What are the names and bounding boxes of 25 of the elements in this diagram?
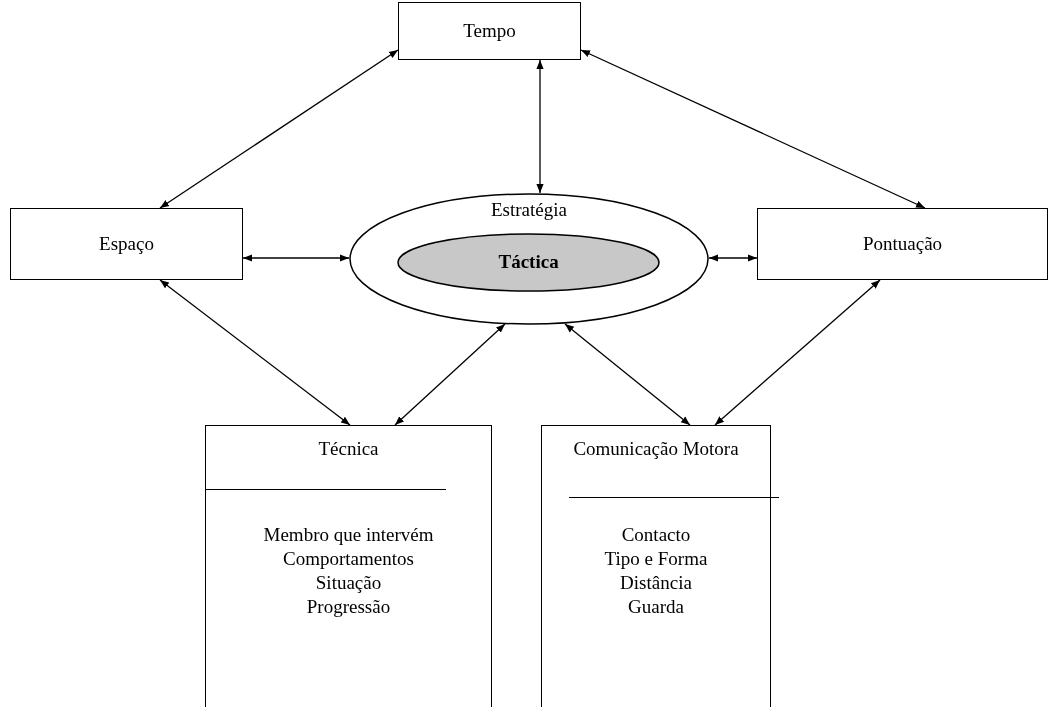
list-item: Membro que intervém <box>262 524 435 546</box>
list-heading: Comunicação Motora <box>572 438 740 460</box>
double-arrow <box>394 323 506 426</box>
list-item: Contacto <box>620 524 692 546</box>
list-item: Guarda <box>627 596 685 618</box>
list-item: Progressão <box>305 596 392 618</box>
double-arrow <box>564 323 691 426</box>
list-item: Situação <box>314 572 383 594</box>
double-arrow <box>708 254 758 262</box>
double-arrow <box>536 59 544 194</box>
double-arrow <box>159 279 351 426</box>
label-box: Tempo <box>398 2 581 60</box>
label-box: Espaço <box>10 208 243 280</box>
list-box <box>205 425 492 707</box>
ellipse-label: Táctica <box>498 250 559 273</box>
list-item: Comportamentos <box>282 548 415 570</box>
list-item: Tipo e Forma <box>603 548 709 570</box>
double-arrow <box>242 254 350 262</box>
label-box: Pontuação <box>757 208 1048 280</box>
double-arrow <box>714 279 881 426</box>
double-arrow <box>159 49 399 209</box>
double-arrow <box>580 49 926 209</box>
list-heading: Técnica <box>317 438 380 460</box>
list-item: Distância <box>619 572 693 594</box>
ellipse-label: Estratégia <box>491 199 567 221</box>
